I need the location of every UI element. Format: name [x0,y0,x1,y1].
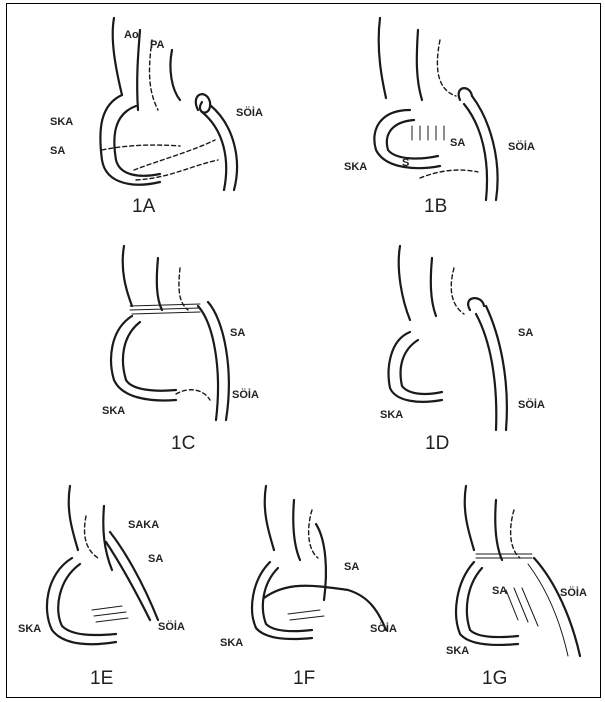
label-soia: SÖİA [158,620,185,633]
label-soia: SÖİA [370,622,397,635]
panel-1a-diagram: Ao PA SKA SA SÖİA [40,10,260,200]
caption-1e: 1E [90,668,113,690]
aorta-left-wall [399,246,410,320]
anastomosis-band [130,304,200,314]
caption-1f: 1F [293,668,315,690]
pulmonary-artery-dashed [85,516,99,558]
branch-lower [106,542,150,620]
aorta-left-wall [379,18,386,98]
label-sa: SA [344,561,359,573]
left-vessel-outer [111,316,176,400]
label-soia: SÖİA [508,140,535,153]
anastomosis-band [476,554,532,558]
label-sa: SA [450,137,465,149]
right-loop [468,298,484,310]
aorta-right-wall [103,506,112,570]
left-vessel-inner [123,322,176,391]
right-vessel-inner [464,104,487,200]
label-soia: SÖİA [560,586,587,599]
caption-1a: 1A [132,196,155,218]
panel-1c-diagram: SA SKA SÖİA [80,240,280,440]
aorta-right-wall [417,30,422,100]
label-sa: SA [50,145,65,157]
label-ska: SKA [446,645,469,657]
aorta-left-wall [465,486,474,550]
right-vessel [316,524,326,600]
label-s: S [402,157,409,169]
aorta-left-wall [69,486,78,550]
lower-dashed [420,170,478,178]
right-loop [196,94,210,112]
panel-1f-diagram: SA SKA SÖİA [208,470,408,650]
aorta-left-wall [113,18,122,95]
label-ska: SKA [18,623,41,635]
pulmonary-artery-dashed [437,40,456,96]
left-vessel-outer [456,562,518,645]
left-vessel-inner [58,564,116,635]
right-loop [459,88,472,100]
label-soia: SÖİA [232,388,259,401]
pulmonary-artery-dashed [309,510,318,558]
lower-dashed-2 [136,160,218,180]
label-ska: SKA [380,409,403,421]
pulmonary-artery-wall [170,50,180,100]
texture-lines [288,610,324,620]
left-vessel-inner [401,340,442,394]
left-vessel-inner [467,568,518,637]
panel-1d-diagram: SA SKA SÖİA [330,240,560,440]
texture-lines [506,588,538,626]
caption-1b: 1B [424,196,447,218]
aorta-right-wall [137,30,140,110]
label-ska: SKA [220,637,243,649]
aorta-right-wall [495,500,502,560]
aorta-left-wall [123,246,132,306]
aorta-right-wall [293,500,300,560]
label-soia: SÖİA [518,398,545,411]
left-vessel-outer [47,558,116,644]
pulmonary-artery-dashed [451,268,464,314]
label-pa: PA [150,39,165,51]
label-ska: SKA [344,161,367,173]
aorta-left-wall [265,486,274,550]
panel-1g-diagram: SA SÖİA SKA [410,470,600,660]
label-sa: SA [230,327,245,339]
left-vessel-inner [263,568,312,631]
pulmonary-artery-dashed [511,510,520,558]
left-vessel-outer [252,562,312,639]
label-sa: SA [148,553,163,565]
label-sa: SA [492,585,507,597]
label-saka: SAKA [128,519,159,531]
suture-band [412,126,444,140]
right-vessel-outer [534,558,580,656]
label-ska: SKA [102,405,125,417]
right-vessel-inner [476,314,496,430]
left-vessel-inner [114,106,160,176]
label-soia: SÖİA [236,106,263,119]
pulmonary-artery-dashed [179,268,188,310]
caption-1d: 1D [425,433,449,455]
right-vessel-inner [198,306,218,420]
texture-lines [92,606,128,622]
aorta-right-wall [431,258,436,316]
caption-1g: 1G [482,668,507,690]
caption-1c: 1C [171,433,195,455]
right-vessel-inner [202,112,226,190]
panel-1e-diagram: SAKA SA SKA SÖİA [12,470,192,650]
label-sa: SA [518,327,533,339]
label-ska: SKA [50,116,73,128]
aorta-right-wall [157,258,162,310]
label-ao: Ao [124,29,139,41]
panel-1b-diagram: SKA S SA SÖİA [330,10,560,210]
lower-dashed [176,390,210,400]
